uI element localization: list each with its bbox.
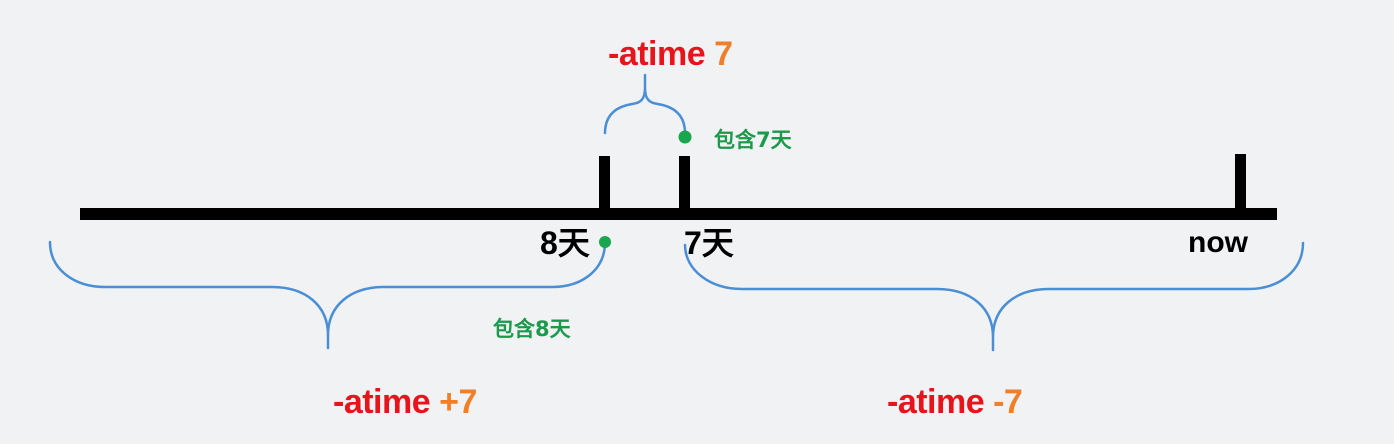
axis-label-8-days: 8天 (540, 225, 590, 261)
option-value: 7 (714, 35, 733, 73)
include-8-days-dot (599, 236, 611, 248)
brace-exact-range (603, 73, 687, 135)
timeline-axis (80, 208, 1277, 220)
option-text: -atime (887, 383, 985, 421)
note-include-8-days: 包含8天 (493, 317, 571, 341)
axis-label-now: now (1188, 226, 1248, 259)
option-text: -atime (333, 383, 431, 421)
label-atime-older: -atime +7 (333, 385, 477, 419)
option-text: -atime (608, 35, 706, 73)
brace-newer-range (683, 241, 1305, 352)
option-value: +7 (439, 383, 477, 421)
label-atime-newer: -atime -7 (887, 383, 1023, 421)
brace-older-range (48, 240, 607, 350)
include-7-days-dot (678, 130, 692, 144)
tick-7-days (679, 156, 690, 214)
tick-now (1235, 154, 1246, 214)
axis-label-7-days: 7天 (684, 225, 734, 261)
label-atime-exact: -atime 7 (608, 37, 733, 71)
note-include-7-days: 包含7天 (714, 128, 792, 152)
tick-8-days (599, 156, 610, 214)
option-value: -7 (993, 383, 1023, 421)
